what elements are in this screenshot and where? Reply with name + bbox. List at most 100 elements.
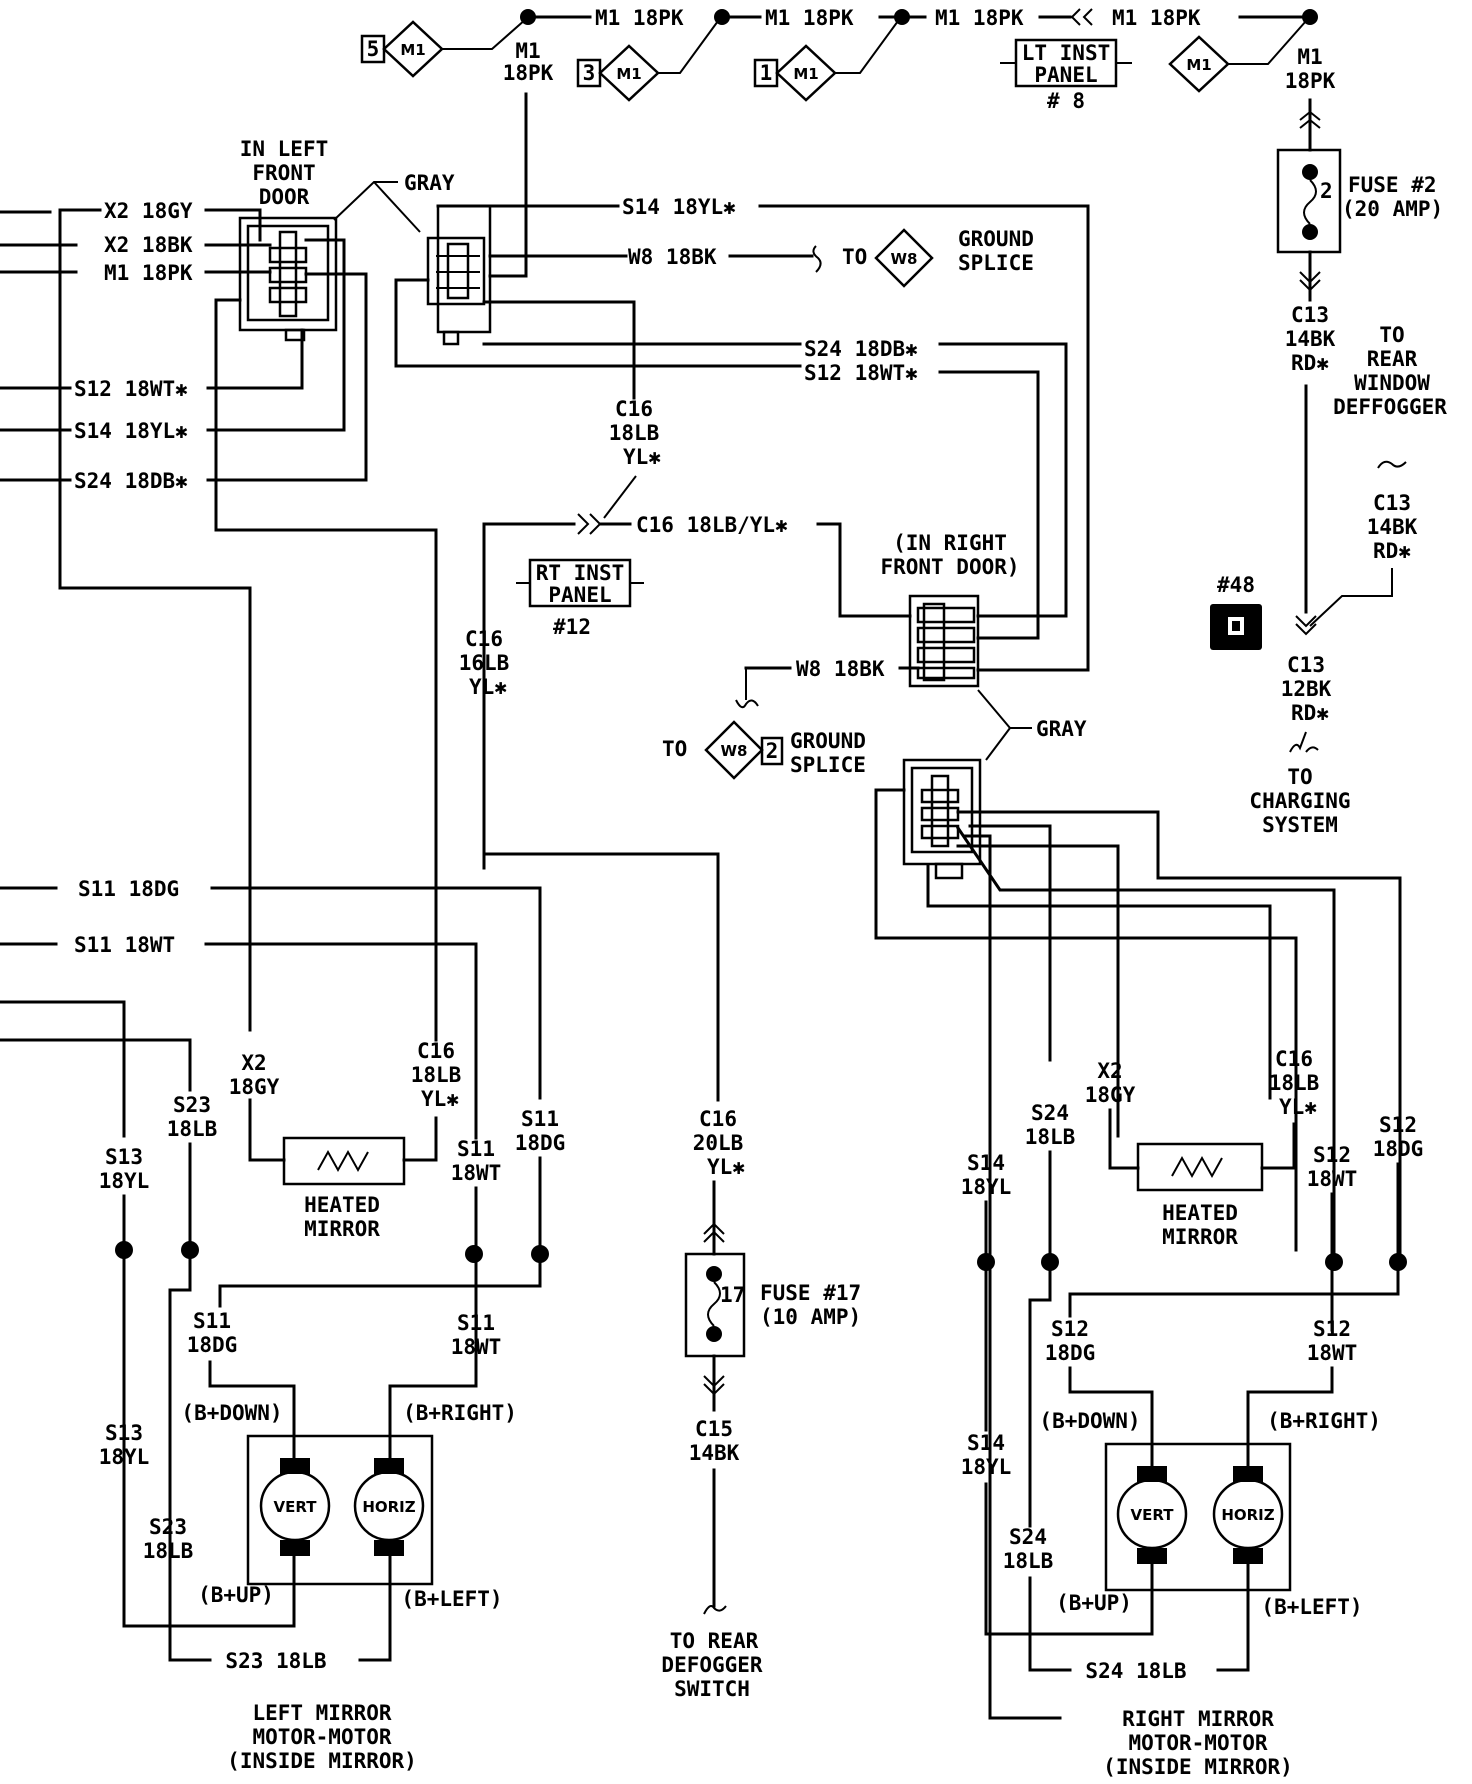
heater-icon: [1171, 1155, 1223, 1179]
wire-label: M1: [515, 39, 540, 63]
wire-label: X2: [241, 1051, 266, 1075]
wire-label: 18LB: [609, 421, 660, 445]
wire-label: 18DG: [1373, 1137, 1424, 1161]
wire: [835, 20, 899, 74]
wire-label: 18LB: [411, 1063, 462, 1087]
wire-label: 18DG: [187, 1333, 238, 1357]
wire-label: C16: [465, 627, 503, 651]
destination-label: SPLICE: [958, 251, 1034, 275]
fuse-element: [1303, 179, 1317, 225]
component-title: (INSIDE MIRROR): [1103, 1755, 1293, 1779]
splice-dot: [115, 1241, 133, 1259]
destination-label: REAR: [1367, 347, 1418, 371]
horiz-motor: [353, 1470, 425, 1542]
wire-label: YL✱: [623, 445, 661, 469]
wire-label: S23: [173, 1093, 211, 1117]
location-label: IN LEFT: [240, 137, 329, 161]
pointer: [373, 181, 421, 233]
center-connector-body: [436, 204, 492, 334]
destination-label: TO: [1287, 765, 1312, 789]
destination-label: GROUND: [958, 227, 1034, 251]
wire-label: C13: [1287, 653, 1325, 677]
break-symbol: [735, 699, 759, 709]
wire-label: 18GY: [1085, 1083, 1136, 1107]
rt-inst-panel-label: RT INST: [536, 561, 625, 585]
wire-label: 18PK: [503, 61, 554, 85]
wire-label: 18YL: [961, 1175, 1012, 1199]
wire-label: S12: [1313, 1143, 1351, 1167]
heater-icon: [317, 1149, 369, 1173]
wire-label: M1: [1297, 45, 1322, 69]
terminal-label: (B+RIGHT): [403, 1401, 517, 1425]
wire-label: M1 18PK: [935, 6, 1024, 30]
motor-label: HORIZ: [1221, 1506, 1274, 1524]
fuse-label: (20 AMP): [1342, 197, 1443, 221]
wire-label: 18WT: [451, 1161, 502, 1185]
w8-diamond: [874, 228, 934, 288]
destination-label: TO: [842, 245, 867, 269]
diamond-label: M1: [793, 65, 818, 83]
wire-label: 18DG: [1045, 1341, 1096, 1365]
terminal-label: (B+LEFT): [1261, 1595, 1362, 1619]
diamond-label: W8: [891, 250, 918, 268]
connector-symbol: [703, 1375, 725, 1396]
wire-label: S13: [105, 1145, 143, 1169]
right-heated-mirror-element: [1136, 1142, 1264, 1192]
connector-symbol: [703, 1222, 725, 1243]
component-title: (INSIDE MIRROR): [227, 1749, 417, 1773]
diamond-label: W8: [721, 742, 748, 760]
wire-label: W8 18BK: [796, 657, 885, 681]
wire-label: S12: [1379, 1113, 1417, 1137]
wire-label: 14BK: [1285, 327, 1336, 351]
location-label: DOOR: [259, 185, 310, 209]
splice-dot: [977, 1253, 995, 1271]
wire: [658, 20, 719, 74]
wire-label: RD✱: [1373, 539, 1411, 563]
vert-motor: [259, 1470, 331, 1542]
destination-label: WINDOW: [1354, 371, 1430, 395]
wire-label: 18YL: [99, 1169, 150, 1193]
wire-label: C16: [417, 1039, 455, 1063]
terminal-label: (B+UP): [1056, 1591, 1132, 1615]
wire-label: 14BK: [689, 1441, 740, 1465]
fuse-label: (10 AMP): [760, 1305, 861, 1329]
diamond-label: M1: [1186, 56, 1211, 74]
right-door-connector-body: [908, 594, 980, 688]
wire-label: 16LB: [459, 651, 510, 675]
component-title: MOTOR-MOTOR: [252, 1725, 391, 1749]
wire-label: S11: [457, 1137, 495, 1161]
connector-symbol: [577, 513, 602, 535]
break-symbol: [703, 1605, 727, 1615]
wire-label: S11: [193, 1309, 231, 1333]
destination-label: GROUND: [790, 729, 866, 753]
wire-label: S14 18YL✱: [74, 419, 188, 443]
wire-label: W8 18BK: [628, 245, 717, 269]
wire-label: 18GY: [229, 1075, 280, 1099]
wire-label: S24: [1031, 1101, 1069, 1125]
wire: [1228, 20, 1307, 65]
wire-label: 18WT: [1307, 1167, 1358, 1191]
wire-label: S14: [967, 1431, 1005, 1455]
wire-label: 18PK: [1285, 69, 1336, 93]
wire-label: YL✱: [707, 1155, 745, 1179]
wire-label: X2: [1097, 1059, 1122, 1083]
right-mirror-motor-housing: [1104, 1442, 1292, 1592]
destination-label: SWITCH: [674, 1677, 750, 1701]
splice-dot: [1041, 1253, 1059, 1271]
wire: [442, 18, 527, 50]
motor-label: VERT: [274, 1498, 318, 1516]
ref-num: 2: [766, 739, 779, 763]
wire-label: YL✱: [469, 675, 507, 699]
wire-label: 18DG: [515, 1131, 566, 1155]
left-door-connector: IN LEFT FRONT DOOR GRAY X2 18GY X2 18BK …: [0, 137, 455, 1042]
wire-label: C13: [1291, 303, 1329, 327]
component-title: LEFT MIRROR: [252, 1701, 391, 1725]
terminal-label: (B+RIGHT): [1267, 1409, 1381, 1433]
fuse-2-section: 2 FUSE #2 (20 AMP) C13 14BK RD✱ TO REAR …: [1210, 98, 1447, 837]
wire-label: S11: [457, 1311, 495, 1335]
wire-label: M1 18PK: [1112, 6, 1201, 30]
wire-label: M1 18PK: [104, 261, 193, 285]
wire-label: S14 18YL✱: [622, 195, 736, 219]
terminal-label: (B+DOWN): [1039, 1409, 1140, 1433]
